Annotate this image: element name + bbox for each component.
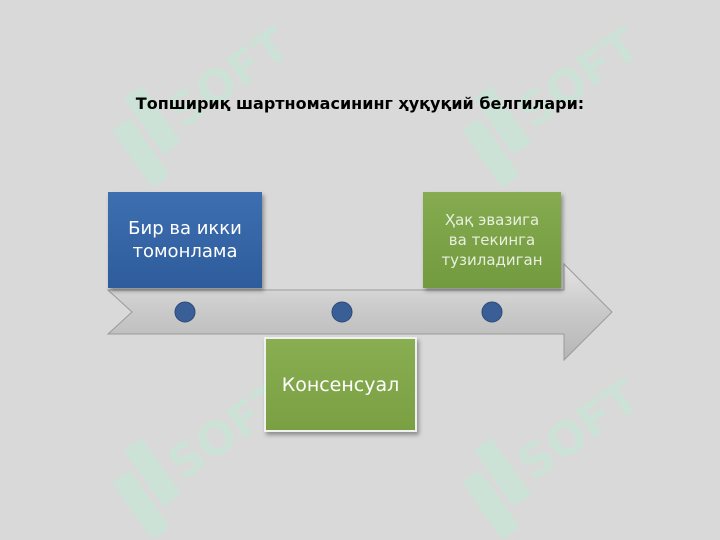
watermark-logo-top-left: SOFT [98, 8, 288, 188]
timeline-dot-3 [481, 301, 503, 323]
slide-title: Топшириқ шартномасининг ҳуқуқий белгилар… [135, 94, 585, 113]
box-consensual: Консенсуал [264, 337, 417, 432]
watermark-logo-bottom-right: SOFT [448, 360, 638, 540]
box-paid-or-free: Ҳақ эвазига ва текинга тузиладиган [423, 192, 561, 288]
watermark-logo-bottom-left: SOFT [98, 360, 288, 540]
timeline-dot-2 [331, 301, 353, 323]
timeline-dot-1 [174, 301, 196, 323]
watermark-logo-top-right: SOFT [448, 8, 638, 188]
arrow-shape [106, 262, 613, 362]
box-unilateral-bilateral: Бир ва икки томонлама [108, 192, 262, 288]
